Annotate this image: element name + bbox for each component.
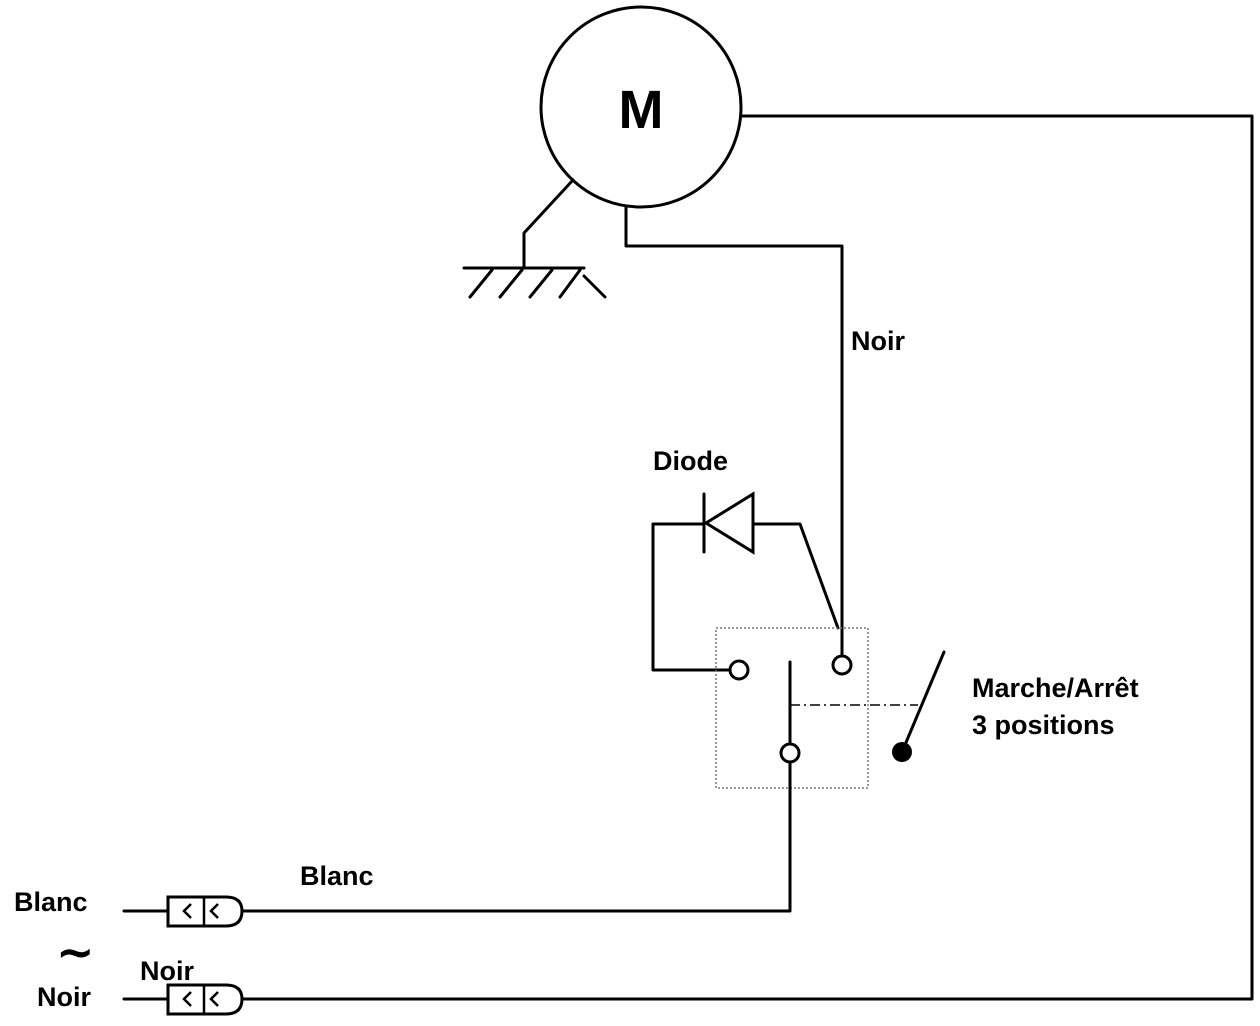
switch-label-line1: Marche/Arrêt xyxy=(972,673,1139,703)
diode-wire-right xyxy=(751,522,840,630)
switch-lever xyxy=(900,650,946,754)
motor-label: M xyxy=(619,80,664,140)
connector-white xyxy=(122,895,244,928)
switch-housing xyxy=(715,627,869,789)
ac-symbol: ~ xyxy=(56,925,95,979)
wire-label-noir-motor: Noir xyxy=(851,326,905,356)
wire-motor-return xyxy=(238,114,1254,1001)
wire-label-noir-supply: Noir xyxy=(140,956,194,986)
ground-wire xyxy=(522,178,575,270)
switch-terminal-common xyxy=(779,742,801,764)
wire-supply-white xyxy=(238,760,792,913)
switch-terminal-right xyxy=(831,654,853,676)
diode: Diode xyxy=(651,446,840,672)
wire-label-blanc: Blanc xyxy=(300,861,374,891)
connector-black-chevron-1 xyxy=(182,991,192,1007)
switch-knob xyxy=(892,742,912,762)
switch-terminal-left xyxy=(728,659,750,681)
switch: Marche/Arrêt 3 positions xyxy=(715,627,1139,789)
terminal-label-noir: Noir xyxy=(37,982,91,1012)
motor: M xyxy=(539,5,743,209)
connector-white-chevron-1 xyxy=(182,903,192,919)
diode-label: Diode xyxy=(653,446,728,476)
ground-hatch-4 xyxy=(558,268,582,299)
motor-circle xyxy=(539,5,743,209)
connector-white-chevron-2 xyxy=(209,903,219,919)
diode-wire-left xyxy=(651,522,730,672)
diode-triangle xyxy=(703,491,755,555)
ground-symbol xyxy=(462,178,607,299)
ground-hatch-1 xyxy=(468,268,494,299)
ground-hatch-2 xyxy=(498,268,524,299)
terminal-label-blanc: Blanc xyxy=(14,887,88,917)
connector-black-chevron-2 xyxy=(209,991,219,1007)
switch-label-line2: 3 positions xyxy=(972,710,1115,740)
connector-black xyxy=(122,983,244,1016)
wire-motor-black xyxy=(624,205,844,658)
ground-hatch-5 xyxy=(582,274,607,299)
ground-hatch-3 xyxy=(528,268,554,299)
